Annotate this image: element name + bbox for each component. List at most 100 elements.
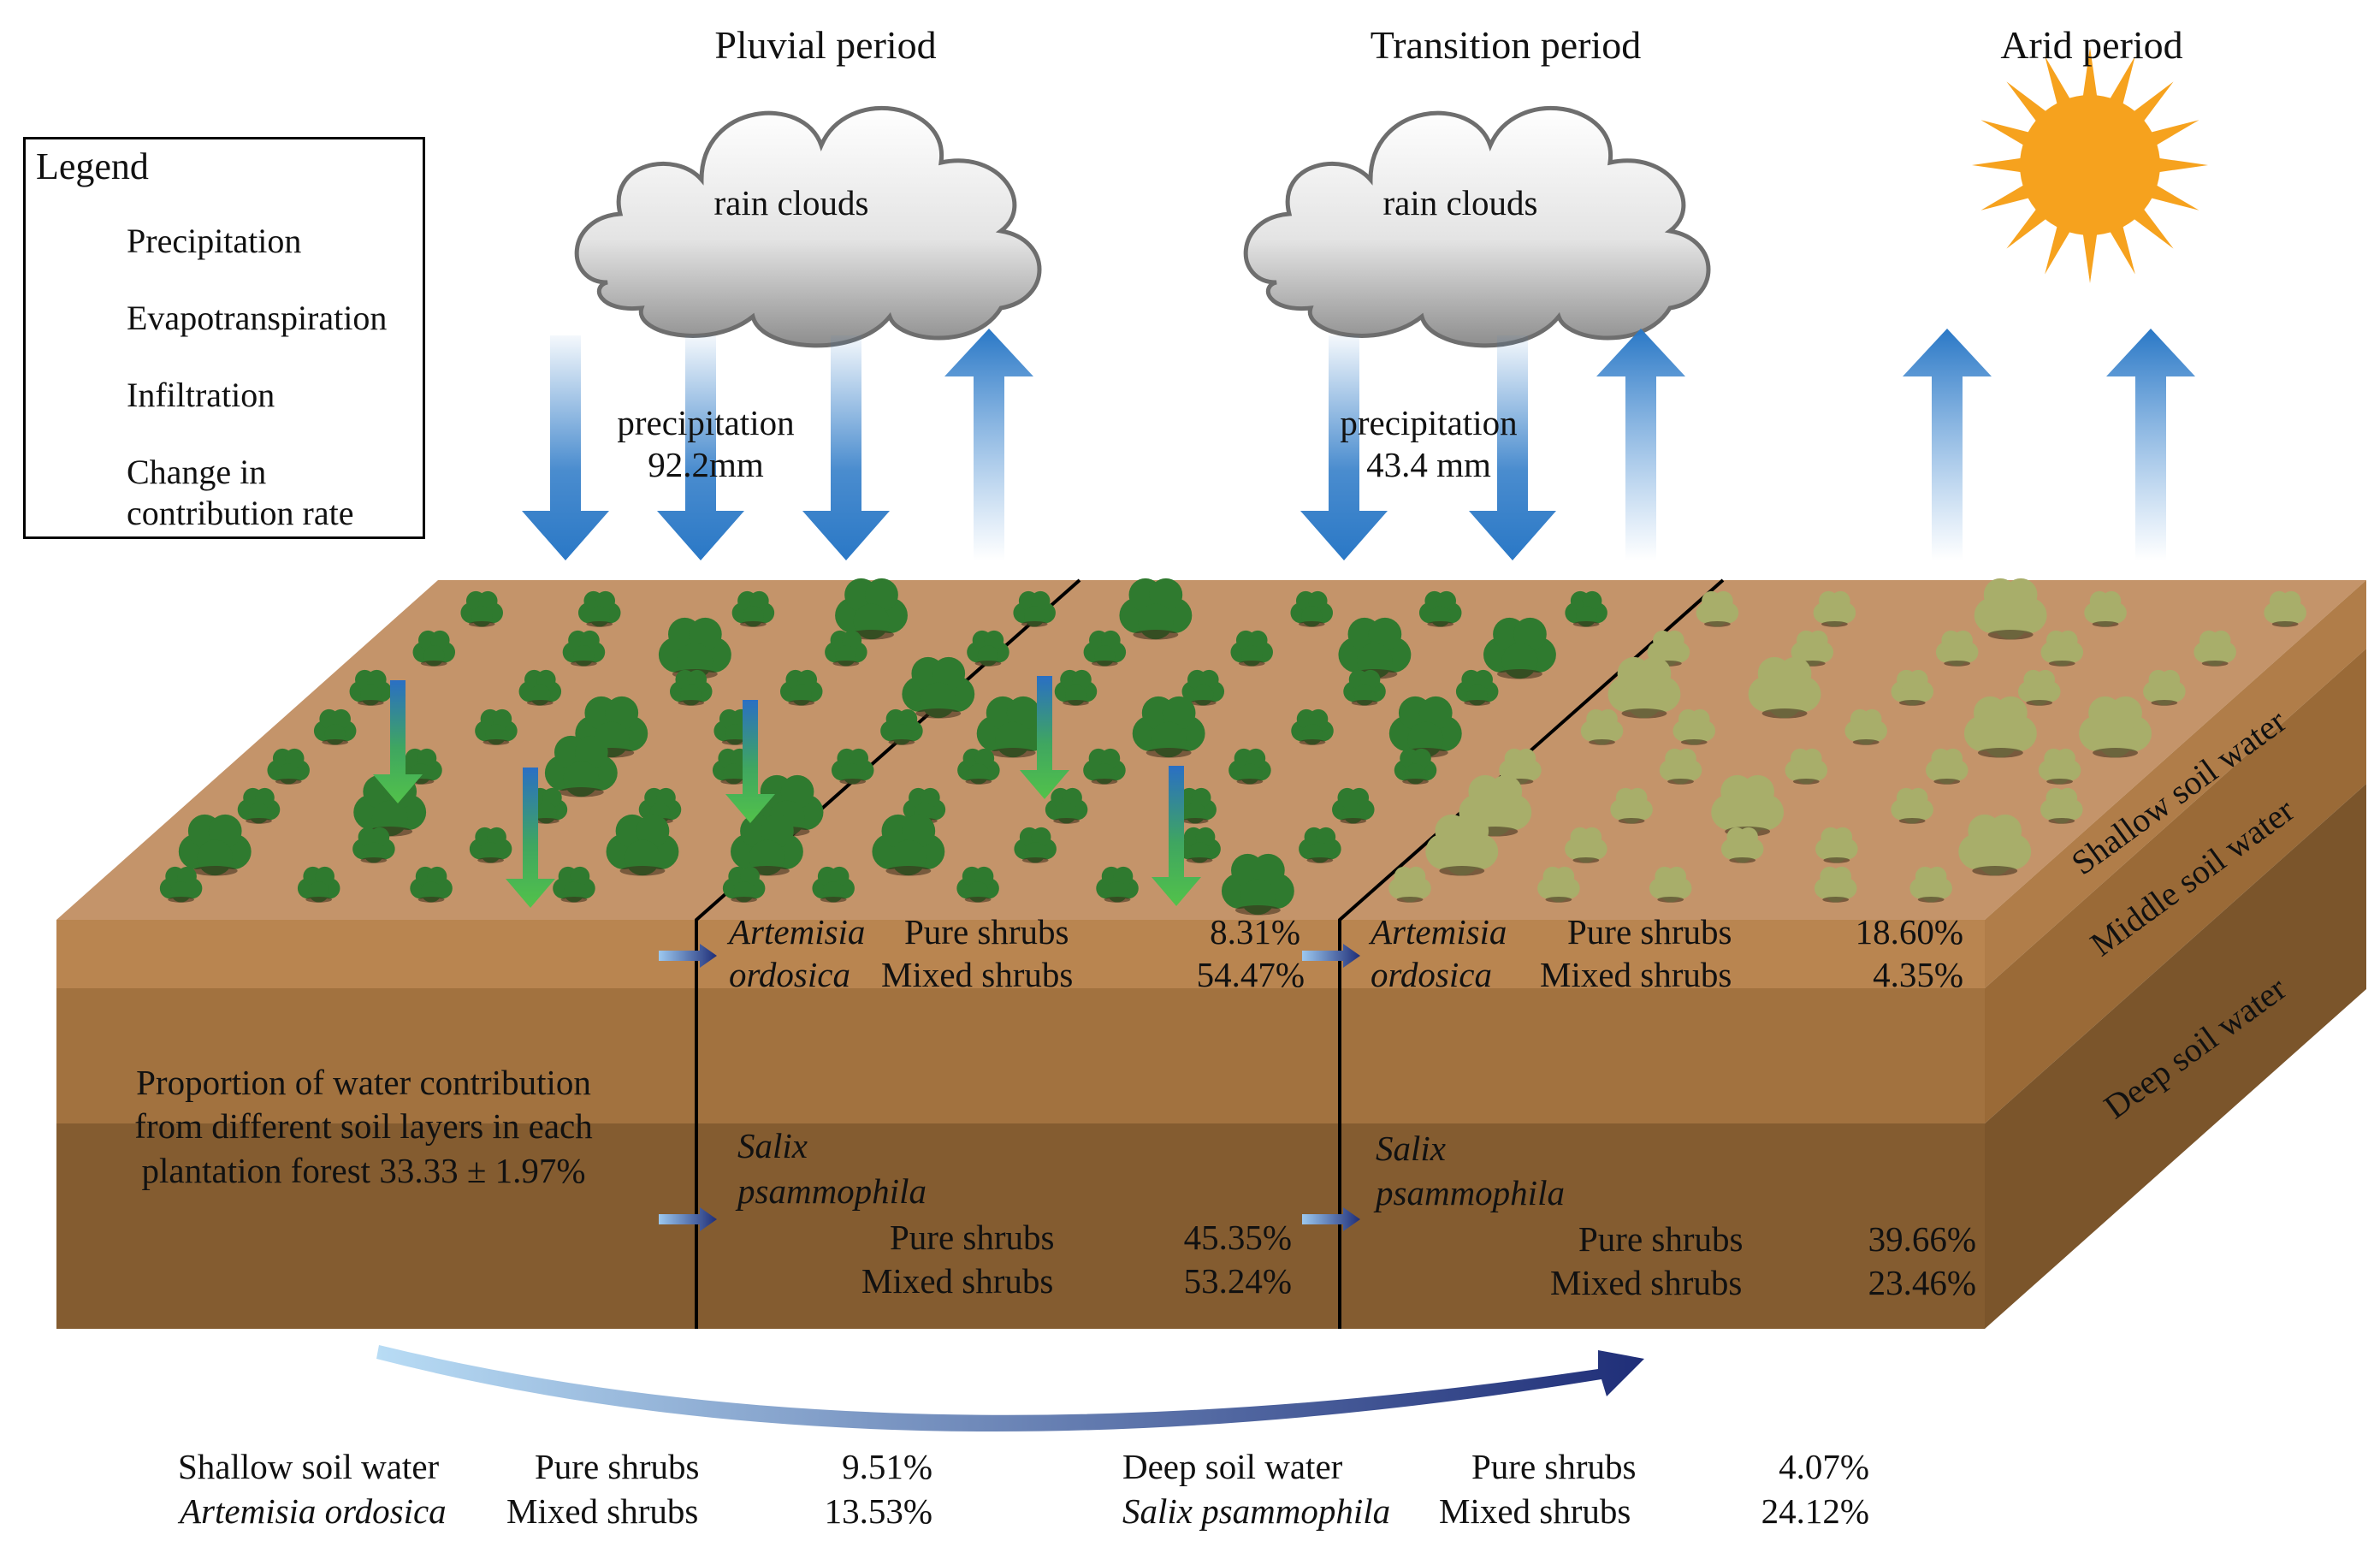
shrub-icon — [831, 748, 874, 785]
shrub-icon — [2194, 630, 2236, 667]
precipitation-arrows — [522, 335, 1556, 560]
shrub-icon — [1013, 590, 1056, 627]
shrub-icon — [2079, 696, 2152, 758]
change-arrow — [1302, 944, 1360, 968]
sun-ray — [1972, 157, 2024, 173]
shrub-icon — [1045, 787, 1088, 824]
infiltration-arrow — [1152, 766, 1201, 906]
summary-right-species: Salix psammophila — [1122, 1491, 1391, 1531]
proportion-text: Proportion of water contribution from di… — [103, 1061, 625, 1193]
precipitation-arrow — [1300, 335, 1388, 560]
shrub-icon — [313, 708, 357, 745]
middle-layer-side — [1985, 649, 2366, 1123]
shrub-icon — [1565, 827, 1607, 863]
arid-salix-mixed-value: 23.46% — [1868, 1263, 1976, 1302]
shallow-layer-side — [1985, 580, 2366, 988]
shrub-icon — [237, 787, 281, 824]
shrub-icon — [267, 748, 310, 785]
precip-label-pluvial-amount: 92.2mm — [648, 445, 764, 485]
infiltration-arrow — [725, 700, 775, 823]
evapotranspiration-arrow — [944, 329, 1033, 560]
shrub-icon — [835, 578, 908, 640]
arid-artemisia-name-line1: Artemisia — [1371, 912, 1507, 951]
rain-cloud-transition — [1243, 106, 1711, 348]
proportion-line1: Proportion of water contribution — [136, 1063, 591, 1102]
shrub-icon — [1791, 630, 1834, 667]
shrub-icon — [475, 708, 518, 745]
arid-salix-name-line1: Salix — [1376, 1129, 1446, 1168]
shrub-icon — [825, 630, 867, 667]
shrub-icon — [957, 748, 1000, 785]
legend-evapotranspiration: Evapotranspiration — [127, 299, 388, 337]
legend: Legend Precipitation Evapotranspiration … — [23, 137, 425, 539]
sun-ray — [2082, 231, 2098, 283]
transition-salix-pure-value: 45.35% — [1183, 1218, 1292, 1257]
shrub-icon — [1647, 630, 1690, 667]
shrub-icon — [1230, 630, 1273, 667]
shrub-icon — [469, 827, 512, 863]
shrub-icon — [562, 630, 606, 667]
evapotranspiration-arrow — [2106, 329, 2195, 560]
shrub-icon — [410, 866, 453, 903]
shrub-icon — [1425, 814, 1499, 876]
shrub-icon — [1748, 656, 1821, 719]
shrub-icon — [1565, 590, 1607, 627]
shrub-icon — [1228, 748, 1271, 785]
precipitation-arrow — [657, 335, 744, 560]
summary-right-layer: Deep soil water — [1122, 1447, 1343, 1486]
shrub-icon — [1483, 617, 1556, 679]
shrub-icon — [2038, 748, 2081, 785]
shrub-icon — [352, 827, 395, 863]
shrub-icon — [1659, 748, 1702, 785]
shrub-icon — [1083, 748, 1126, 785]
shrub-icon — [1891, 669, 1934, 706]
evapotranspiration-arrows — [944, 329, 2195, 560]
change-arrow — [659, 1207, 717, 1231]
sun-ray — [2006, 81, 2049, 124]
arid-salix-pure-value: 39.66% — [1868, 1219, 1976, 1259]
shrub-icon — [670, 669, 713, 706]
shrub-icon — [1332, 787, 1375, 824]
shrub-icon — [2040, 630, 2084, 667]
sun-ray — [2131, 206, 2174, 249]
transition-salix-name-line1: Salix — [737, 1126, 808, 1165]
summary-left-species: Artemisia ordosica — [180, 1491, 447, 1531]
sun-ray — [2082, 47, 2098, 99]
summary-right-mixed-label: Mixed shrubs — [1439, 1491, 1631, 1531]
summary-right-pure-label: Pure shrubs — [1471, 1447, 1637, 1486]
shrub-icon — [731, 590, 775, 627]
arid-artemisia-pure-label: Pure shrubs — [1567, 912, 1732, 951]
shrub-icon — [1119, 578, 1193, 640]
summary-left-pure-label: Pure shrubs — [535, 1447, 700, 1486]
cloud-label-pluvial: rain clouds — [713, 183, 869, 222]
transition-artemisia-pure-value: 8.31% — [1210, 912, 1300, 951]
transition-artemisia-mixed-value: 54.47% — [1196, 955, 1305, 994]
shrub-icon — [880, 708, 923, 745]
shrub-icon — [178, 814, 252, 876]
transition-salix-name-line2: psammophila — [737, 1171, 927, 1211]
shrub-icon — [1785, 748, 1828, 785]
transition-artemisia-pure-label: Pure shrubs — [904, 912, 1069, 951]
shrub-icon — [902, 656, 975, 719]
sun-ray — [2108, 56, 2135, 107]
shrub-icon — [297, 866, 340, 903]
transition-artemisia-mixed-label: Mixed shrubs — [881, 955, 1074, 994]
precipitation-arrow — [802, 335, 890, 560]
contribution-change-curve — [376, 1345, 1644, 1431]
shrub-icon — [1974, 578, 2047, 640]
shrub-icon — [1083, 630, 1127, 667]
shrub-icon — [1649, 866, 1692, 903]
shrub-field — [159, 578, 2306, 916]
shrub-icon — [1607, 656, 1681, 719]
shrub-icon — [1844, 708, 1887, 745]
shrub-icon — [967, 630, 1009, 667]
infiltration-arrow — [373, 680, 423, 803]
shrub-icon — [2264, 590, 2306, 627]
arid-salix-mixed-label: Mixed shrubs — [1550, 1263, 1743, 1302]
legend-infiltration: Infiltration — [127, 376, 275, 414]
shrub-icon — [1813, 590, 1856, 627]
transition-artemisia-name-line2: ordosica — [729, 955, 850, 994]
transition-salix-mixed-label: Mixed shrubs — [861, 1261, 1054, 1301]
middle-layer-front — [56, 988, 1985, 1123]
